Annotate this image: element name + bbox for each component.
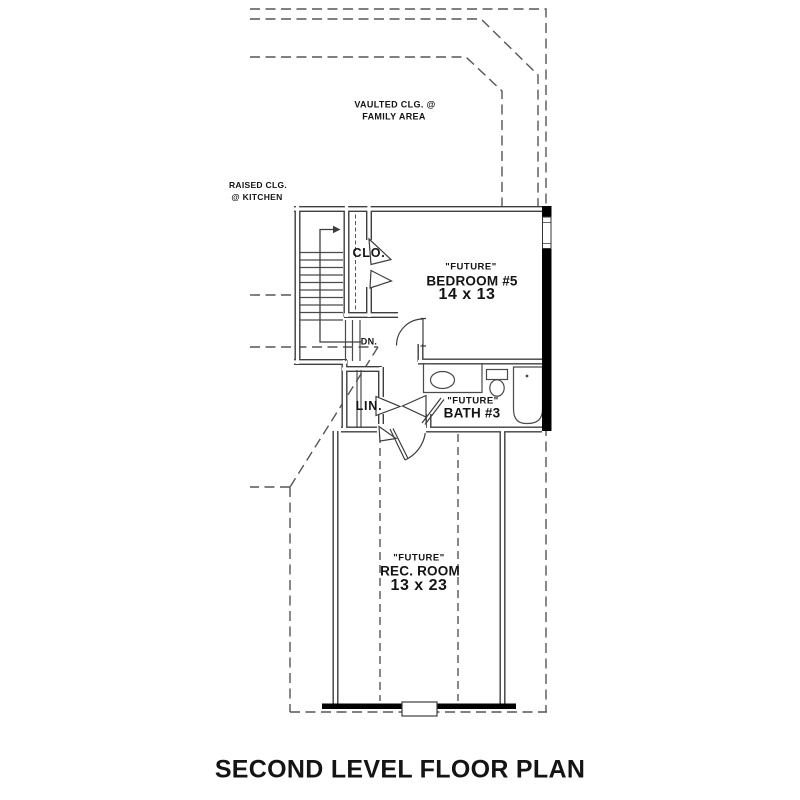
vaulted-ceiling-note-line2: FAMILY AREA <box>362 111 426 122</box>
stair-direction-line <box>319 228 361 343</box>
bedroom-right-wall-solid <box>542 206 552 431</box>
window-frame <box>542 216 552 249</box>
closet-label: CLO. <box>352 245 386 260</box>
stairs-down-label: DN. <box>360 336 378 347</box>
rec-door-opening <box>377 424 426 435</box>
rec-door-swing-arc <box>404 432 426 461</box>
bottom-wall-notch <box>401 701 438 717</box>
rec-door-leaf <box>389 428 409 461</box>
raised-ceiling-note-line1: RAISED CLG. <box>228 179 288 190</box>
linen-shelf-lines <box>356 370 362 428</box>
bedroom-name: BEDROOM #5 <box>426 273 518 289</box>
window-mullions <box>542 222 551 244</box>
bathtub-drain <box>525 374 529 378</box>
rec-room-name: REC. ROOM <box>380 563 460 579</box>
interior-thin-lines <box>300 251 362 428</box>
roof-outline-inner <box>250 56 503 206</box>
sink-basin <box>429 370 456 390</box>
vaulted-ceiling-note-line1: VAULTED CLG. @ <box>354 99 436 110</box>
raised-ceiling-note-line2: @ KITCHEN <box>231 191 283 202</box>
stair-direction-arrowhead <box>333 225 341 234</box>
hall-door-leaf <box>401 394 427 418</box>
rec-door-casing <box>378 425 398 442</box>
stair-lower-partitions <box>344 320 361 361</box>
rec-room-dimensions: 13 x 23 <box>390 577 448 594</box>
roof-outline-mid <box>250 18 539 206</box>
bedroom-dimensions: 14 x 13 <box>438 286 496 303</box>
stair-direction <box>319 225 361 343</box>
linen-label: LIN. <box>355 398 383 413</box>
rec-room-dashed-lines <box>379 434 459 701</box>
closet-door-leaf-upper <box>368 237 393 266</box>
page-title: SECOND LEVEL FLOOR PLAN <box>214 755 586 784</box>
door-symbols <box>368 237 445 461</box>
toilet-tank <box>485 368 509 381</box>
walls-hollow <box>294 206 549 705</box>
bedroom-door-leaf <box>420 317 426 347</box>
bedroom-qualifier: "FUTURE" <box>445 261 497 273</box>
vanity-counter <box>422 364 483 394</box>
bath-door-leaf <box>421 397 445 425</box>
linen-door-leaf <box>375 395 402 417</box>
toilet-bowl <box>489 379 505 397</box>
roof-outline-outer <box>250 8 547 712</box>
bath-name: BATH #3 <box>443 405 501 421</box>
bedroom-door-swing-arc <box>395 318 424 346</box>
roof-diagonal <box>250 346 379 488</box>
window-symbol <box>542 216 552 249</box>
closet-door-leaf-lower <box>369 269 394 289</box>
bath-qualifier: "FUTURE" <box>447 395 499 407</box>
stair-treads <box>300 251 343 321</box>
rec-room-qualifier: "FUTURE" <box>393 552 445 564</box>
